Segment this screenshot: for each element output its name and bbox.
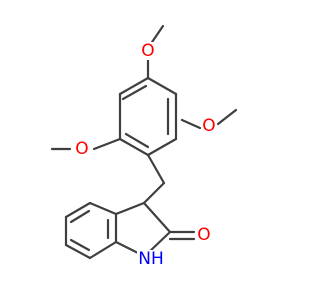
bond-benzo-5 xyxy=(64,243,92,260)
bond-aryl-ch2 xyxy=(146,153,166,185)
carbonyl-oxygen-atom: O xyxy=(196,225,212,245)
bond-ring-lower-1-inner xyxy=(124,132,150,149)
oxygen-right-label: O xyxy=(202,116,215,136)
bond-lines xyxy=(50,24,238,260)
nitrogen-h-label: NH xyxy=(138,249,164,269)
bond-ring-lower-2 xyxy=(146,137,178,157)
bond-ch2-c3 xyxy=(142,181,166,205)
bond-benzo-2 xyxy=(88,201,118,216)
molecule-structure-diagram: O O O O NH xyxy=(50,24,238,270)
bond-benzo-3-inner xyxy=(69,209,91,224)
bond-ring-upper-2 xyxy=(146,76,178,96)
bond-benzo-6 xyxy=(88,240,118,260)
nitrogen-h-atom: NH xyxy=(137,249,164,270)
bond-c2-n xyxy=(146,230,172,255)
bond-c3-c3a xyxy=(114,201,146,216)
bond-ring-upper-1 xyxy=(118,76,150,96)
bond-benzo-3 xyxy=(64,201,92,219)
bond-ring-lower-1 xyxy=(118,137,150,157)
bond-benzo-5-inner xyxy=(69,238,91,252)
oxygen-right-atom: O xyxy=(201,116,217,136)
oxygen-top-atom: O xyxy=(140,41,156,61)
bond-o-left-ring xyxy=(92,137,122,151)
oxygen-left-atom: O xyxy=(74,139,90,159)
bond-ring-upper-1-inner xyxy=(121,84,148,101)
atom-labels: O O O O NH xyxy=(74,41,217,270)
bond-o-right-ring xyxy=(180,118,202,130)
bond-methyl-right xyxy=(216,108,238,126)
carbonyl-oxygen-label: O xyxy=(197,225,210,245)
oxygen-left-label: O xyxy=(75,139,88,159)
bond-c3-c2 xyxy=(142,201,172,234)
oxygen-top-label: O xyxy=(141,41,154,61)
